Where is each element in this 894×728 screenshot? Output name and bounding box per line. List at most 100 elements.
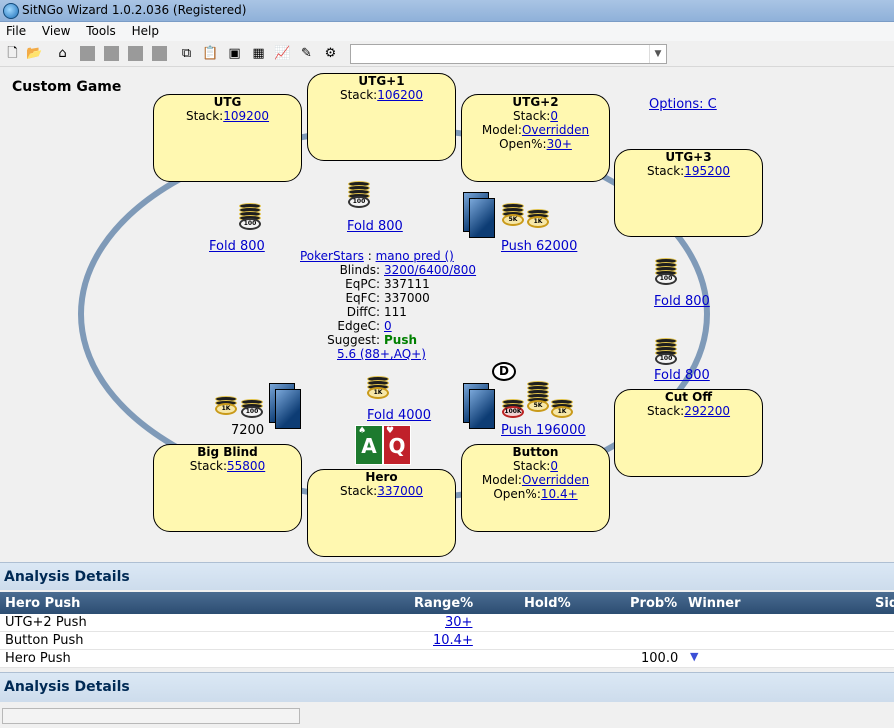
game-select[interactable]: ▼ (350, 44, 667, 64)
col-hold[interactable]: Hold% (524, 596, 571, 611)
seat-name: Button (512, 445, 559, 459)
analysis-grid-header: Hero Push Range% Hold% Prob% Winner Sid (0, 592, 894, 614)
stack-link[interactable]: 55800 (227, 459, 266, 473)
table-row[interactable]: Hero Push 100.0 ▼ (0, 650, 894, 668)
model-link[interactable]: Overridden (521, 473, 590, 487)
disabled-tool-icon (128, 46, 143, 61)
eqfc-value: 337000 (384, 291, 430, 305)
chevron-down-icon[interactable]: ▼ (649, 45, 666, 63)
card-backs-icon (463, 383, 497, 431)
seat-utg2[interactable]: UTG+2 Stack:0 Model:Overridden Open%:30+ (461, 94, 610, 182)
seat-big-blind[interactable]: Big Blind Stack:55800 (153, 444, 302, 532)
new-file-icon[interactable]: 🗋 (7, 46, 18, 61)
col-range[interactable]: Range% (414, 596, 474, 611)
chip-stack-icon: 1K (215, 396, 237, 415)
expand-down-icon[interactable]: ▼ (690, 650, 699, 663)
action-utg3[interactable]: Fold 800 (654, 294, 710, 309)
stack-link[interactable]: 0 (550, 109, 558, 123)
poker-table-area: Custom Game Options: C UTG Stack:109200 … (0, 67, 894, 562)
diffc-value: 111 (384, 305, 407, 319)
hero-card-2: ♥Q (383, 425, 411, 465)
app-icon (3, 3, 19, 19)
image-icon[interactable]: ▣ (228, 46, 241, 61)
menu-file[interactable]: File (6, 24, 27, 38)
stack-link[interactable]: 0 (550, 459, 558, 473)
seat-utg3[interactable]: UTG+3 Stack:195200 (614, 149, 763, 237)
action-utg[interactable]: Fold 800 (209, 239, 265, 254)
seat-name: UTG+2 (512, 95, 559, 109)
settings-icon[interactable]: ⚙ (324, 46, 337, 61)
seat-utg1[interactable]: UTG+1 Stack:106200 (307, 73, 456, 161)
action-button[interactable]: Push 196000 (501, 423, 586, 438)
action-cutoff[interactable]: Fold 800 (654, 368, 710, 383)
seat-name: Hero (365, 470, 398, 484)
blinds-link[interactable]: 3200/6400/800 (384, 263, 477, 277)
chip-stack-icon: 1K (551, 399, 573, 418)
seat-hero[interactable]: Hero Stack:337000 (307, 469, 456, 557)
toolbar: 🗋 📂 ⌂ ⧉ 📋 ▣ ▦ 📈 ✎ ⚙ ▼ (0, 41, 894, 67)
analysis-header[interactable]: Analysis Details (0, 562, 894, 590)
range-link[interactable]: 10.4+ (433, 633, 473, 648)
disabled-tool-icon (152, 46, 167, 61)
col-winner[interactable]: Winner (688, 596, 741, 611)
stack-link[interactable]: 337000 (377, 484, 424, 498)
menu-bar: File View Tools Help (0, 22, 894, 41)
calculator-icon[interactable]: ▦ (252, 46, 265, 61)
model-link[interactable]: Overridden (521, 123, 590, 137)
seat-name: UTG+3 (665, 150, 712, 164)
disabled-tool-icon (104, 46, 119, 61)
menu-view[interactable]: View (41, 24, 71, 38)
seat-utg[interactable]: UTG Stack:109200 (153, 94, 302, 182)
stack-link[interactable]: 109200 (223, 109, 270, 123)
stack-link[interactable]: 195200 (684, 164, 731, 178)
range-link[interactable]: 30+ (445, 615, 473, 630)
chip-stack-icon: 5K (527, 381, 549, 412)
range-link[interactable]: 5.6 (88+,AQ+) (337, 347, 426, 361)
action-utg1[interactable]: Fold 800 (347, 219, 403, 234)
seat-button[interactable]: Button Stack:0 Model:Overridden Open%:10… (461, 444, 610, 532)
stack-link[interactable]: 292200 (684, 404, 731, 418)
menu-tools[interactable]: Tools (86, 24, 116, 38)
stack-link[interactable]: 106200 (377, 88, 424, 102)
site-link[interactable]: PokerStars (300, 249, 364, 263)
hero-card-1: ♠A (355, 425, 383, 465)
card-backs-icon (463, 192, 497, 240)
card-backs-icon (269, 383, 303, 431)
chip-stack-icon: 5K (502, 203, 524, 226)
eqpc-value: 337111 (384, 277, 430, 291)
options-link[interactable]: Options: C (649, 97, 717, 112)
chip-stack-icon: 1K (527, 209, 549, 228)
status-bar (0, 702, 894, 728)
open-link[interactable]: 30+ (546, 137, 572, 151)
action-utg2[interactable]: Push 62000 (501, 239, 578, 254)
col-side[interactable]: Sid (875, 596, 894, 611)
seat-cutoff[interactable]: Cut Off Stack:292200 (614, 389, 763, 477)
chip-stack-icon: 100 (239, 203, 261, 230)
chart-icon[interactable]: 📈 (274, 46, 291, 61)
edgec-link[interactable]: 0 (384, 319, 392, 333)
player-link[interactable]: mano pred () (375, 249, 454, 263)
analysis-footer-header[interactable]: Analysis Details (0, 672, 894, 702)
suggest-value: Push (384, 333, 418, 347)
paste-icon[interactable]: 📋 (202, 46, 219, 61)
game-title: Custom Game (12, 79, 122, 95)
seat-name: UTG (213, 95, 242, 109)
table-row[interactable]: UTG+2 Push 30+ (0, 614, 894, 632)
col-hero-push[interactable]: Hero Push (5, 596, 81, 611)
copy-icon[interactable]: ⧉ (181, 46, 192, 61)
home-icon[interactable]: ⌂ (58, 46, 67, 61)
chip-stack-icon: 100 (655, 258, 677, 285)
chip-stack-icon: 100 (655, 338, 677, 365)
seat-name: Cut Off (664, 390, 713, 404)
edit-icon[interactable]: ✎ (301, 46, 312, 61)
chip-stack-icon: 100K (502, 399, 524, 418)
table-row[interactable]: Button Push 10.4+ (0, 632, 894, 650)
col-prob[interactable]: Prob% (630, 596, 678, 611)
open-folder-icon[interactable]: 📂 (26, 46, 43, 61)
action-hero[interactable]: Fold 4000 (367, 408, 432, 423)
status-pane (2, 708, 300, 724)
seat-name: UTG+1 (358, 74, 405, 88)
open-link[interactable]: 10.4+ (540, 487, 578, 501)
window-title: SitNGo Wizard 1.0.2.036 (Registered) (22, 3, 247, 17)
menu-help[interactable]: Help (131, 24, 159, 38)
